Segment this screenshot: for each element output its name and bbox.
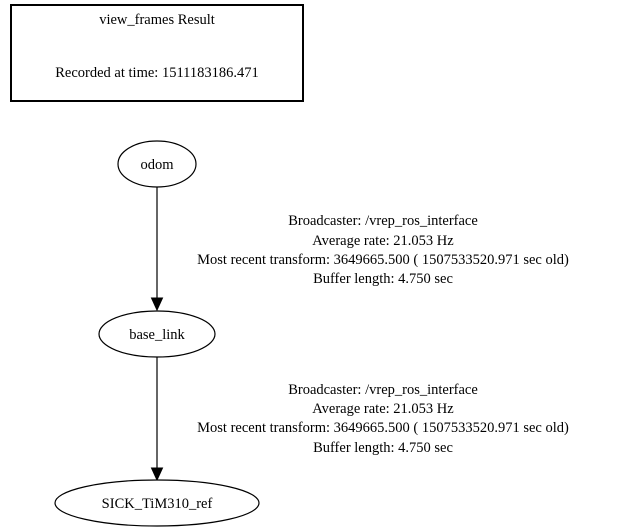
- node-odom[interactable]: odom: [117, 140, 197, 188]
- header-box: view_frames Result Recorded at time: 151…: [10, 4, 304, 102]
- edge-base-link-sick-buffer: Buffer length: 4.750 sec: [313, 440, 453, 456]
- node-base-link-label: base_link: [129, 327, 185, 343]
- header-title: view_frames Result: [99, 12, 215, 28]
- edge-base-link-sick-rate: Average rate: 21.053 Hz: [312, 401, 454, 417]
- edge-base-link-sick-broadcaster: Broadcaster: /vrep_ros_interface: [288, 382, 478, 398]
- edge-odom-base-link-recent: Most recent transform: 3649665.500 ( 150…: [197, 252, 569, 268]
- edge-base-link-sick-arrowhead: [150, 467, 164, 482]
- edge-base-link-sick-recent: Most recent transform: 3649665.500 ( 150…: [197, 420, 569, 436]
- node-sick-tim310-ref[interactable]: SICK_TiM310_ref: [54, 479, 260, 527]
- edge-odom-base-link-broadcaster: Broadcaster: /vrep_ros_interface: [288, 213, 478, 229]
- edge-odom-base-link: Broadcaster: /vrep_ros_interface Average…: [150, 187, 569, 312]
- edge-odom-base-link-arrowhead: [150, 297, 164, 312]
- node-odom-label: odom: [140, 157, 174, 173]
- edge-odom-base-link-buffer: Buffer length: 4.750 sec: [313, 271, 453, 287]
- edge-odom-base-link-rate: Average rate: 21.053 Hz: [312, 233, 454, 249]
- header-recorded-time: Recorded at time: 1511183186.471: [55, 65, 259, 81]
- node-sick-tim310-ref-label: SICK_TiM310_ref: [102, 496, 213, 512]
- node-base-link[interactable]: base_link: [98, 310, 216, 358]
- edge-base-link-sick: Broadcaster: /vrep_ros_interface Average…: [150, 357, 569, 482]
